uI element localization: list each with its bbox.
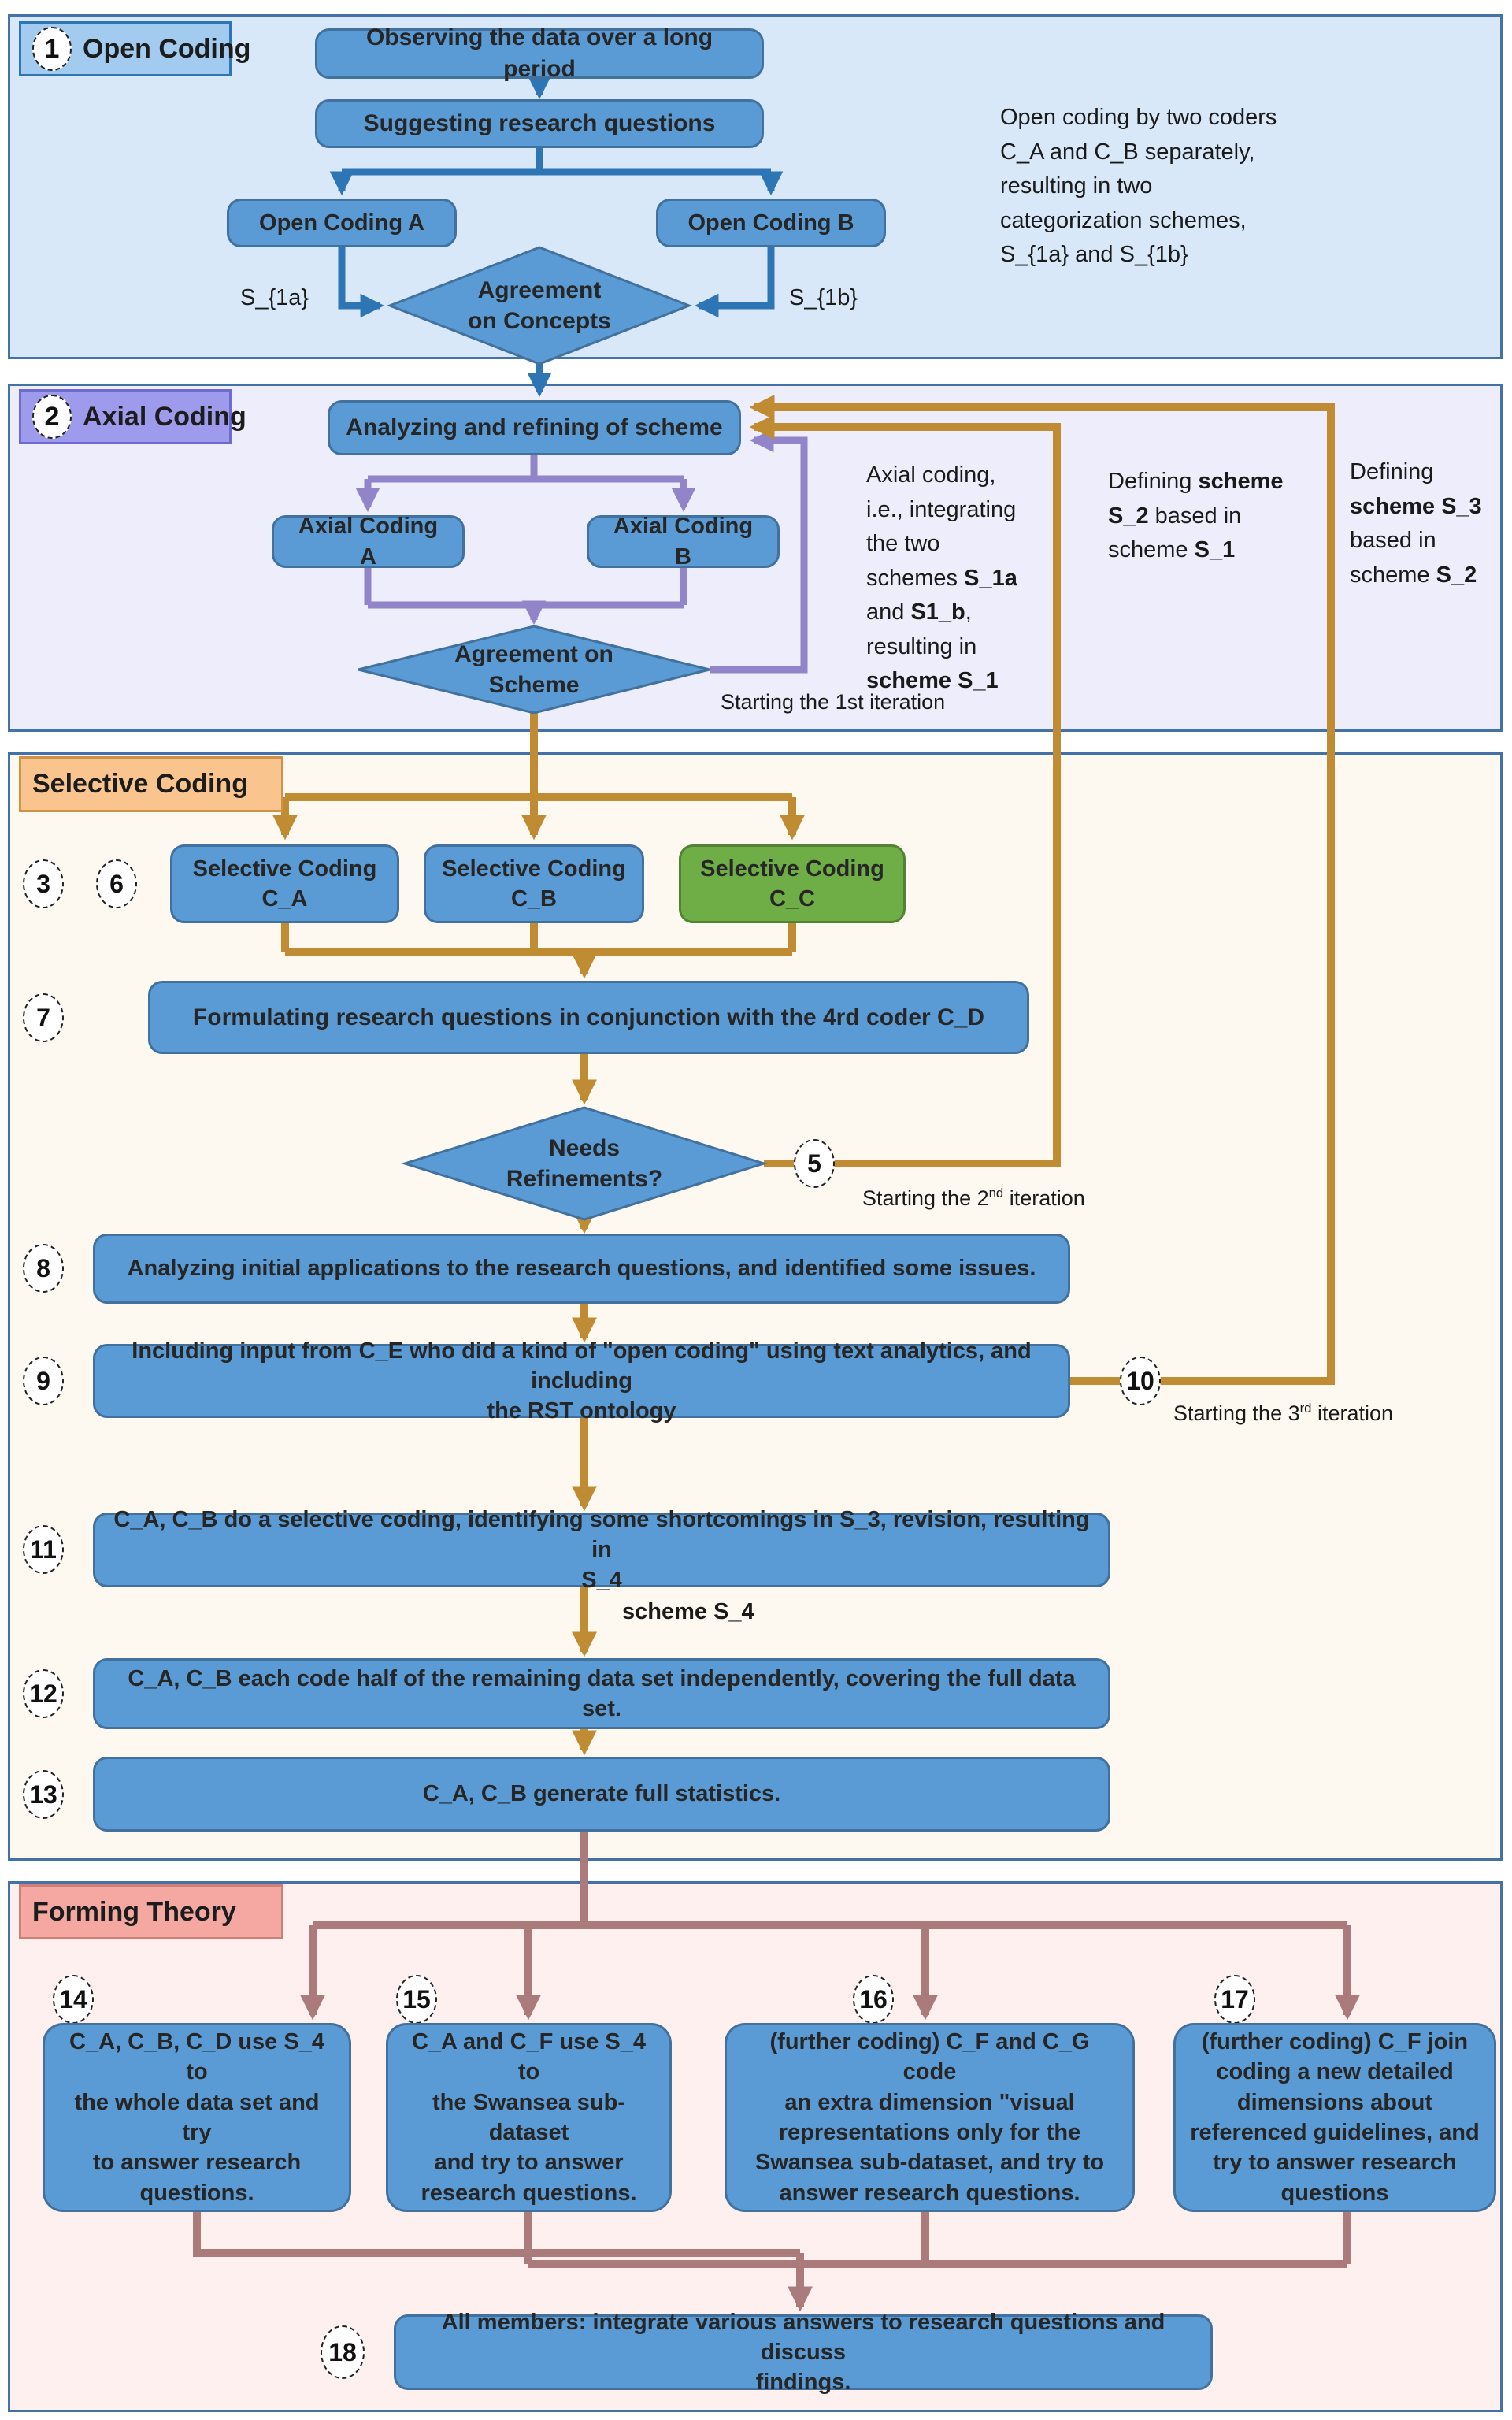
box-selective-coding-cc: Selective Coding C_C — [679, 844, 906, 923]
box-suggesting-questions: Suggesting research questions — [315, 99, 764, 148]
step-circle-3: 3 — [23, 859, 64, 908]
edge-label-s1b: S_{1b} — [789, 285, 858, 310]
box-visual-representations: (further coding) C_F and C_G code an ext… — [724, 2023, 1135, 2212]
edge-label-s1a: S_{1a} — [240, 285, 309, 310]
box-code-half-dataset: C_A, C_B each code half of the remaining… — [93, 1658, 1110, 1729]
diamond-needs-refinements-text: Needs Refinements? — [506, 1135, 663, 1192]
step-circle-18: 18 — [321, 2325, 365, 2379]
box-selective-coding-cb: Selective Coding C_B — [424, 844, 644, 923]
step-circle-16: 16 — [853, 1975, 894, 2024]
diamond-agreement-scheme-shape — [358, 625, 710, 714]
annotation-axial-coding: Axial coding, i.e., integrating the two … — [866, 462, 1017, 693]
note-first-iteration: Starting the 1st iteration — [721, 690, 946, 714]
annotation-scheme-s3: Defining scheme S_3 based in scheme S_2 — [1350, 459, 1482, 588]
box-swansea-subdataset: C_A and C_F use S_4 to the Swansea sub-d… — [386, 2023, 672, 2212]
box-observing-data: Observing the data over a long period — [315, 24, 764, 82]
box-selective-coding-s4: C_A, C_B do a selective coding, identify… — [93, 1507, 1110, 1593]
section-title-forming-theory: Forming Theory — [32, 1896, 236, 1927]
note-third-iteration: Starting the 3rd iteration — [1173, 1401, 1394, 1425]
step-circle-17: 17 — [1214, 1975, 1255, 2024]
section-label-open-coding: 1 Open Coding — [19, 21, 250, 76]
box-referenced-guidelines: (further coding) C_F join coding a new d… — [1173, 2023, 1496, 2212]
section-label-forming-theory: Forming Theory — [19, 1884, 284, 1939]
box-axial-coding-b: Axial Coding B — [587, 514, 780, 570]
diamond-agreement-concepts-text: Agreement on Concepts — [468, 277, 611, 334]
box-generate-statistics: C_A, C_B generate full statistics. — [93, 1757, 1110, 1832]
section-title-axial-coding: Axial Coding — [83, 401, 246, 432]
box-selective-coding-ca: Selective Coding C_A — [170, 844, 399, 923]
step-circle-11: 11 — [23, 1525, 64, 1574]
box-including-input-ce: Including input from C_E who did a kind … — [93, 1338, 1070, 1423]
step-circle-1: 1 — [32, 27, 72, 71]
box-whole-dataset: C_A, C_B, C_D use S_4 to the whole data … — [43, 2023, 351, 2212]
annotation-scheme-s2: Defining scheme S_2 based in scheme S_1 — [1108, 469, 1284, 562]
section-label-axial-coding: 2 Axial Coding — [19, 389, 246, 444]
step-circle-2: 2 — [32, 395, 72, 439]
box-open-coding-b: Open Coding B — [656, 199, 886, 247]
box-analyzing-applications: Analyzing initial applications to the re… — [93, 1234, 1070, 1304]
step-circle-9: 9 — [23, 1357, 64, 1405]
step-circle-10: 10 — [1120, 1357, 1161, 1405]
section-label-selective-coding: Selective Coding — [19, 756, 284, 812]
step-circle-5: 5 — [794, 1139, 835, 1188]
diamond-needs-refinements-shape — [400, 1106, 769, 1221]
step-circle-8: 8 — [23, 1244, 64, 1293]
step-circle-6: 6 — [96, 859, 137, 908]
section-title-open-coding: Open Coding — [83, 33, 251, 64]
box-open-coding-a: Open Coding A — [227, 199, 457, 247]
diamond-agreement-concepts-shape — [386, 246, 693, 366]
step-circle-13: 13 — [23, 1770, 64, 1819]
step-circle-12: 12 — [23, 1669, 64, 1718]
diamond-agreement-scheme-text: Agreement on Scheme — [454, 641, 613, 698]
edge-label-scheme-s4: scheme S_4 — [622, 1599, 754, 1624]
note-second-iteration: Starting the 2nd iteration — [862, 1186, 1085, 1210]
box-analyzing-refining: Analyzing and refining of scheme — [328, 400, 741, 455]
box-integrate-answers: All members: integrate various answers t… — [394, 2310, 1213, 2395]
section-title-selective-coding: Selective Coding — [32, 769, 248, 799]
box-axial-coding-a: Axial Coding A — [272, 514, 465, 570]
box-formulating-questions: Formulating research questions in conjun… — [148, 981, 1029, 1054]
step-circle-14: 14 — [53, 1975, 94, 2024]
step-circle-15: 15 — [396, 1975, 437, 2024]
annotation-open-coding: Open coding by two coders C_A and C_B se… — [1000, 105, 1277, 267]
step-circle-7: 7 — [23, 993, 64, 1042]
